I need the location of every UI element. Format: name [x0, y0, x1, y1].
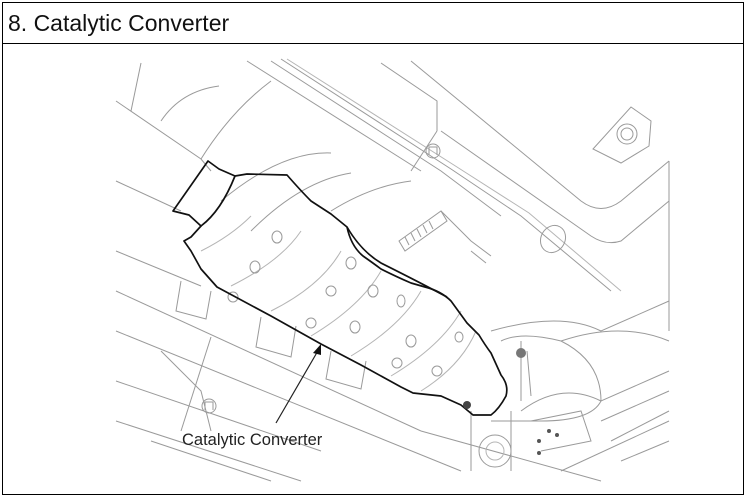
inlet-flange-line: [200, 175, 236, 227]
bolt-icon: [425, 143, 441, 159]
callout-label-catalytic-converter: Catalytic Converter: [182, 431, 323, 449]
section-header: 8. Catalytic Converter: [3, 3, 743, 44]
illustration-figure: Catalytic Converter: [3, 44, 743, 494]
background-chassis-lines: [115, 58, 670, 482]
section-title: 8. Catalytic Converter: [8, 9, 230, 36]
bolt-icon: [463, 401, 471, 409]
mount-bracket: [592, 106, 652, 164]
bolt-icon: [201, 398, 217, 414]
arrow-head-icon: [313, 344, 321, 355]
callout-leader: [275, 344, 321, 424]
document-frame: 8. Catalytic Converter: [2, 2, 744, 495]
oxygen-sensor: [398, 210, 492, 264]
bolt-icon: [516, 348, 526, 358]
converter-seam: [346, 226, 448, 298]
